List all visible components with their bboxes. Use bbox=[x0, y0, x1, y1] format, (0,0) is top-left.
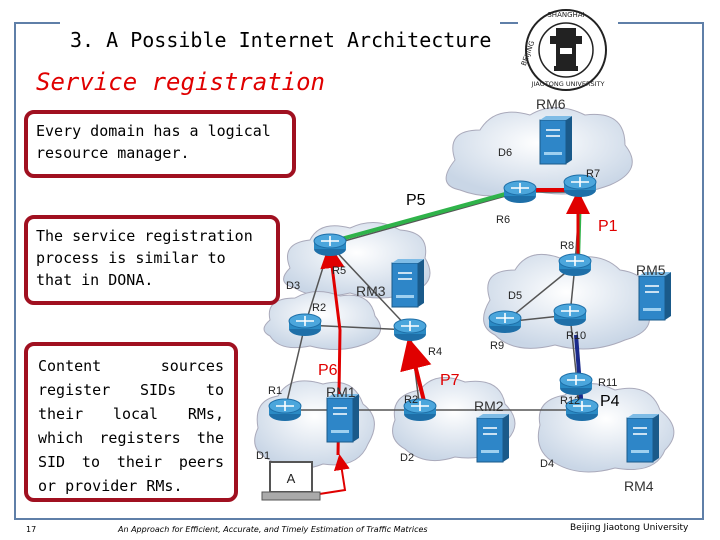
router-icon-r4 bbox=[393, 318, 427, 341]
label-p6: P6 bbox=[318, 362, 338, 379]
callout-content: Content sources register SIDs to their l… bbox=[24, 342, 238, 502]
server-icon-rm6 bbox=[539, 116, 572, 165]
server-icon-rm5 bbox=[638, 272, 671, 321]
resource-managers bbox=[326, 116, 671, 463]
label-p1: P1 bbox=[598, 218, 618, 235]
label-rm6: RM6 bbox=[536, 96, 566, 112]
label-d4: D4 bbox=[540, 458, 555, 470]
label-rm5: RM5 bbox=[636, 262, 666, 278]
section-title: Service registration bbox=[36, 68, 325, 96]
label-rm1: RM1 bbox=[326, 384, 356, 400]
label-rm4: RM4 bbox=[624, 478, 654, 494]
server-icon-rm3 bbox=[391, 259, 424, 308]
callout-process: The service registration process is simi… bbox=[24, 215, 280, 305]
label-r2-top: R2 bbox=[312, 302, 327, 314]
label-r9: R9 bbox=[490, 340, 505, 352]
callout-domain-text: Every domain has a logical resource mana… bbox=[36, 122, 271, 162]
label-p7: P7 bbox=[440, 372, 460, 389]
router-icon-r11 bbox=[559, 372, 593, 395]
footer-institution: Beijing Jiaotong University bbox=[570, 523, 689, 533]
router-icon-r5 bbox=[313, 233, 347, 256]
path-p7-red bbox=[400, 337, 432, 406]
routers bbox=[268, 174, 599, 421]
page-number: 17 bbox=[26, 525, 37, 534]
router-icon-r12 bbox=[565, 398, 599, 421]
label-r7: R7 bbox=[586, 168, 601, 180]
university-logo: SHANGHAI BEIJING JIAOTONG UNIVERSITY bbox=[518, 4, 618, 99]
footer-citation: An Approach for Efficient, Accurate, and… bbox=[118, 525, 428, 534]
label-r12: R12 bbox=[560, 395, 581, 407]
router-icon-r1 bbox=[268, 398, 302, 421]
label-r11: R11 bbox=[598, 377, 618, 389]
label-r4: R4 bbox=[428, 346, 443, 358]
label-p4: P4 bbox=[600, 393, 620, 410]
page-title: 3. A Possible Internet Architecture bbox=[70, 28, 492, 52]
callout-process-text: The service registration process is simi… bbox=[36, 227, 253, 289]
label-d2: D2 bbox=[400, 452, 415, 464]
server-icon-rm4 bbox=[626, 414, 659, 463]
label-d1: D1 bbox=[256, 450, 271, 462]
router-icon-r6 bbox=[503, 180, 537, 203]
university-seal-icon: SHANGHAI BEIJING JIAOTONG UNIVERSITY bbox=[520, 9, 607, 91]
router-icon-r8 bbox=[558, 253, 592, 276]
label-d3: D3 bbox=[286, 280, 301, 292]
label-r2: R2 bbox=[404, 394, 419, 406]
cloud-d6 bbox=[445, 107, 633, 197]
path-p5-green bbox=[329, 188, 521, 244]
logo-text-bottom: JIAOTONG UNIVERSITY bbox=[531, 80, 605, 88]
label-rm3: RM3 bbox=[356, 283, 386, 299]
router-icon-r10 bbox=[553, 303, 587, 326]
logo-text-top: SHANGHAI bbox=[547, 11, 584, 19]
label-p5: P5 bbox=[406, 192, 426, 209]
label-r1: R1 bbox=[268, 385, 283, 397]
router-icon-r7 bbox=[563, 174, 597, 197]
label-rm2: RM2 bbox=[474, 398, 504, 414]
router-icon-r9 bbox=[488, 310, 522, 333]
server-icon-rm1 bbox=[326, 394, 359, 443]
label-d5: D5 bbox=[508, 290, 523, 302]
label-r8: R8 bbox=[560, 240, 575, 252]
label-r6: R6 bbox=[496, 214, 511, 226]
content-host-label: A bbox=[287, 471, 296, 486]
cloud-d2 bbox=[263, 291, 382, 350]
router-icon-r2 bbox=[288, 313, 322, 336]
callout-content-text: Content sources register SIDs to their l… bbox=[38, 357, 224, 495]
label-r10: R10 bbox=[566, 330, 587, 342]
path-p4-navy bbox=[574, 334, 584, 411]
title-bar: 3. A Possible Internet Architecture bbox=[60, 22, 500, 58]
content-host-laptop-icon: A bbox=[261, 461, 321, 501]
label-r5: R5 bbox=[332, 265, 347, 277]
label-d6: D6 bbox=[498, 147, 513, 159]
router-icon-r2b bbox=[403, 398, 437, 421]
callout-domain: Every domain has a logical resource mana… bbox=[24, 110, 296, 178]
server-icon-rm2 bbox=[476, 414, 509, 463]
